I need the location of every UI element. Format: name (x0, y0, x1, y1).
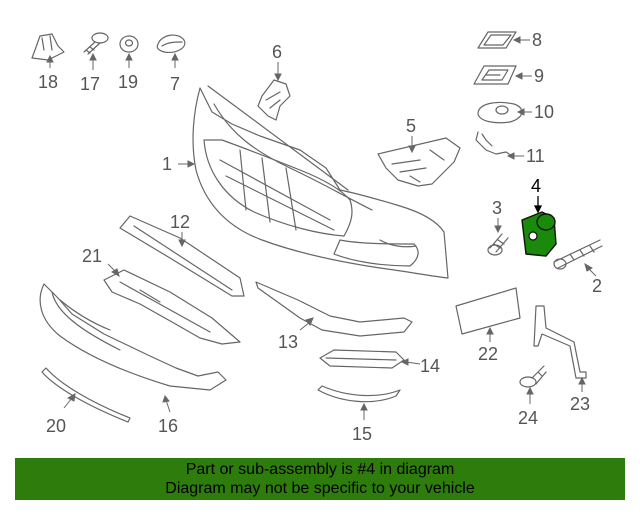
part-11-harness (475, 131, 513, 157)
part-9-bezel (473, 65, 517, 85)
callout-15: 15 (352, 424, 372, 444)
part-14-trim (319, 349, 405, 369)
callout-numbers: 18 17 19 7 6 8 9 10 11 5 1 12 21 3 2 13 … (38, 30, 602, 444)
callout-19: 19 (118, 72, 138, 92)
part-2-stud (553, 239, 603, 270)
parts-diagram: 18 17 19 7 6 8 9 10 11 5 1 12 21 3 2 13 … (31, 30, 603, 444)
part-13-molding (255, 281, 413, 337)
part-12-absorber (119, 215, 245, 297)
callout-10: 10 (534, 102, 554, 122)
callout-4: 4 (531, 176, 541, 196)
callout-14: 14 (420, 356, 440, 376)
part-15-trim (317, 385, 401, 403)
part-24-screw (519, 365, 547, 388)
callout-16: 16 (158, 416, 178, 436)
callout-highlighted: 4 (531, 176, 541, 196)
banner-line-2: Diagram may not be specific to your vehi… (165, 480, 475, 497)
callout-1: 1 (162, 154, 172, 174)
callout-21: 21 (82, 246, 102, 266)
part-23-bracket (533, 305, 587, 379)
callout-3: 3 (492, 198, 502, 218)
part-5-reinforcement (377, 137, 461, 187)
callout-13: 13 (278, 332, 298, 352)
callout-12: 12 (170, 212, 190, 232)
callout-11: 11 (526, 146, 545, 166)
banner-line-1: Part or sub-assembly is #4 in diagram (185, 461, 455, 478)
callout-24: 24 (518, 408, 538, 428)
callout-23: 23 (570, 394, 590, 414)
part-18-clip (31, 33, 65, 61)
part-16-spoiler (39, 283, 227, 391)
callout-17: 17 (80, 74, 100, 94)
part-6-bracket (257, 79, 291, 121)
callout-6: 6 (272, 42, 282, 62)
part-19-grommet (119, 35, 139, 53)
part-10-cover (477, 101, 523, 124)
callout-5: 5 (406, 116, 416, 136)
part-22-plate (455, 287, 521, 335)
part-17-screw (83, 32, 109, 55)
callout-9: 9 (534, 66, 544, 86)
callout-8: 8 (532, 30, 542, 50)
leader-lines (46, 36, 597, 420)
callout-22: 22 (478, 344, 498, 364)
callout-20: 20 (46, 416, 66, 436)
part-3-bolt (487, 233, 509, 256)
callout-18: 18 (38, 72, 58, 92)
leader-line-4 (533, 196, 543, 214)
part-4-highlighted[interactable] (521, 211, 557, 257)
part-21-shield (103, 269, 241, 345)
notice-banner: Part or sub-assembly is #4 in diagram Di… (15, 458, 625, 500)
part-7-cap (156, 34, 186, 53)
part-1-bumper-cover (192, 85, 449, 279)
callout-2: 2 (592, 276, 602, 296)
part-20-strip (41, 367, 131, 423)
part-8-badge (477, 31, 517, 49)
callout-7: 7 (170, 74, 180, 94)
